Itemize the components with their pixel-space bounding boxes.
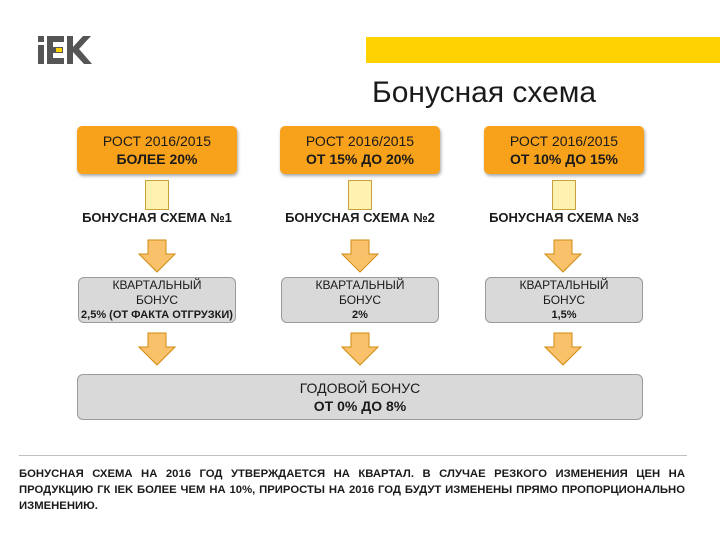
quarterly-value: 2%: [352, 308, 368, 321]
page-title: Бонусная схема: [372, 76, 597, 109]
growth-range: БОЛЕЕ 20%: [116, 151, 198, 167]
connector-block-3: [552, 180, 576, 210]
down-arrow-icon: [341, 239, 379, 273]
growth-box-3: РОСТ 2016/2015 ОТ 10% ДО 15%: [484, 126, 644, 174]
growth-box-2: РОСТ 2016/2015 ОТ 15% ДО 20%: [280, 126, 440, 174]
yellow-header-bar: [366, 37, 720, 63]
growth-range: ОТ 10% ДО 15%: [509, 151, 618, 167]
quarterly-bonus-box-2: КВАРТАЛЬНЫЙ БОНУС 2%: [281, 277, 439, 323]
down-arrow-icon: [341, 332, 379, 366]
footnote-text: БОНУСНАЯ СХЕМА НА 2016 ГОД УТВЕРЖДАЕТСЯ …: [19, 468, 685, 512]
annual-bonus-box: ГОДОВОЙ БОНУС ОТ 0% ДО 8%: [77, 374, 643, 420]
annual-bonus-range: ОТ 0% ДО 8%: [313, 398, 407, 414]
quarterly-label: КВАРТАЛЬНЫЙ: [315, 277, 405, 292]
quarterly-label: КВАРТАЛЬНЫЙ: [519, 277, 609, 292]
quarterly-bonus-box-3: КВАРТАЛЬНЫЙ БОНУС 1,5%: [485, 277, 643, 323]
growth-range: ОТ 15% ДО 20%: [305, 151, 414, 167]
growth-box-1: РОСТ 2016/2015 БОЛЕЕ 20%: [77, 126, 237, 174]
scheme-label-1: БОНУСНАЯ СХЕМА №1: [82, 210, 232, 225]
quarterly-value: 1,5%: [551, 308, 577, 321]
quarterly-label: БОНУС: [135, 292, 179, 307]
down-arrow-icon: [544, 332, 582, 366]
quarterly-label: КВАРТАЛЬНЫЙ: [112, 277, 202, 292]
quarterly-label: БОНУС: [542, 292, 586, 307]
scheme-label-2: БОНУСНАЯ СХЕМА №2: [285, 210, 435, 225]
scheme-label-3: БОНУСНАЯ СХЕМА №3: [489, 210, 639, 225]
growth-label: РОСТ 2016/2015: [305, 133, 415, 149]
connector-block-2: [348, 180, 372, 210]
down-arrow-icon: [138, 332, 176, 366]
connector-block-1: [145, 180, 169, 210]
annual-bonus-label: ГОДОВОЙ БОНУС: [299, 380, 421, 396]
divider-line: [19, 455, 687, 456]
growth-label: РОСТ 2016/2015: [509, 133, 619, 149]
quarterly-value: 2,5% (ОТ ФАКТА ОТГРУЗКИ): [81, 308, 233, 321]
iek-logo: [38, 36, 92, 64]
down-arrow-icon: [138, 239, 176, 273]
growth-label: РОСТ 2016/2015: [102, 133, 212, 149]
down-arrow-icon: [544, 239, 582, 273]
quarterly-bonus-box-1: КВАРТАЛЬНЫЙ БОНУС 2,5% (ОТ ФАКТА ОТГРУЗК…: [78, 277, 236, 323]
quarterly-label: БОНУС: [338, 292, 382, 307]
